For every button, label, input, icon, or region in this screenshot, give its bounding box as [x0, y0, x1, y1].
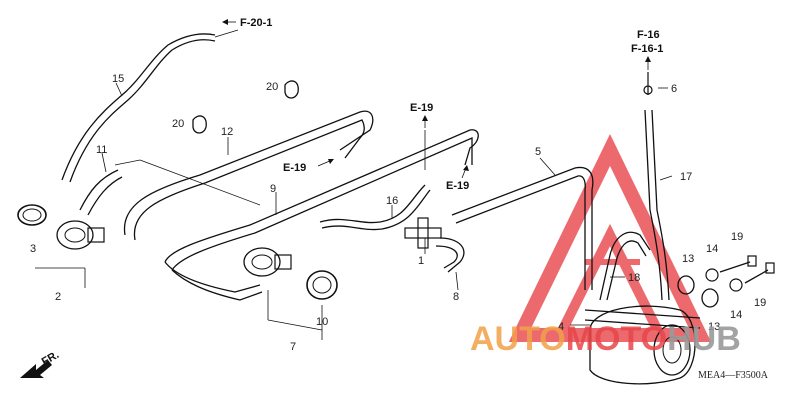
clamp-10: [306, 270, 338, 300]
diagram-code: MEA4—F3500A: [698, 370, 769, 381]
front-label: FR.: [40, 349, 61, 368]
callout-13a: 13: [682, 253, 694, 265]
ref-e19-mid: E-19: [283, 162, 306, 174]
leader-lines: [35, 29, 673, 340]
clip-20-lower: [192, 115, 207, 134]
watermark-logo: [508, 133, 712, 342]
hose-16: [319, 184, 431, 231]
watermark-text: AUTOMOTOHUB: [470, 320, 741, 358]
hose-15: [61, 33, 216, 183]
callout-16: 16: [386, 195, 398, 207]
solenoid-valve-3: [56, 220, 105, 250]
canister-assembly: [584, 305, 701, 385]
hose-17: [644, 109, 670, 301]
callout-13b: 13: [708, 321, 720, 333]
callout-1: 1: [418, 255, 424, 267]
callout-14b: 14: [730, 309, 742, 321]
tee-joint-1: [404, 217, 442, 249]
callout-15: 15: [112, 73, 124, 85]
hose-11: [79, 169, 123, 216]
callout-20b: 20: [172, 118, 184, 130]
callout-4: 4: [558, 321, 564, 333]
clamp-3: [17, 204, 47, 226]
callout-12: 12: [221, 126, 233, 138]
bolt-6: [643, 72, 653, 95]
ref-e19-right: E-19: [446, 180, 469, 192]
hose-9: [164, 129, 479, 301]
grommet-13: [677, 275, 719, 308]
ref-f20-1: F-20-1: [240, 17, 272, 29]
callout-6: 6: [671, 83, 677, 95]
ref-f16: F-16: [637, 29, 660, 41]
hose-12: [123, 110, 374, 241]
callout-19a: 19: [731, 231, 743, 243]
solenoid-valve-7: [243, 247, 292, 277]
pipe-18: [599, 231, 651, 301]
front-arrow-icon: [20, 360, 52, 378]
callout-11: 11: [96, 144, 107, 156]
ref-f16-1: F-16-1: [631, 43, 663, 55]
ref-e19-top: E-19: [410, 102, 433, 114]
collar-14: [705, 268, 743, 292]
callout-2: 2: [55, 291, 61, 303]
watermark-auto: AUTO: [470, 320, 566, 358]
watermark-moto: MOTO: [566, 320, 667, 358]
callout-17: 17: [680, 171, 692, 183]
callout-7: 7: [290, 341, 296, 353]
callout-19b: 19: [754, 297, 766, 309]
callout-5: 5: [535, 146, 541, 158]
ref-arrows: [222, 19, 651, 179]
clip-20-upper: [284, 80, 299, 99]
bolt-19: [719, 255, 775, 284]
callout-8: 8: [453, 291, 459, 303]
hose-8: [435, 237, 465, 273]
callout-14a: 14: [706, 243, 718, 255]
callout-3: 3: [30, 243, 36, 255]
callout-20a: 20: [266, 81, 278, 93]
hose-5: [451, 166, 594, 290]
callout-18: 18: [628, 272, 640, 284]
callout-9: 9: [270, 183, 276, 195]
watermark-hub: HUB: [667, 320, 741, 358]
callout-10: 10: [316, 316, 328, 328]
